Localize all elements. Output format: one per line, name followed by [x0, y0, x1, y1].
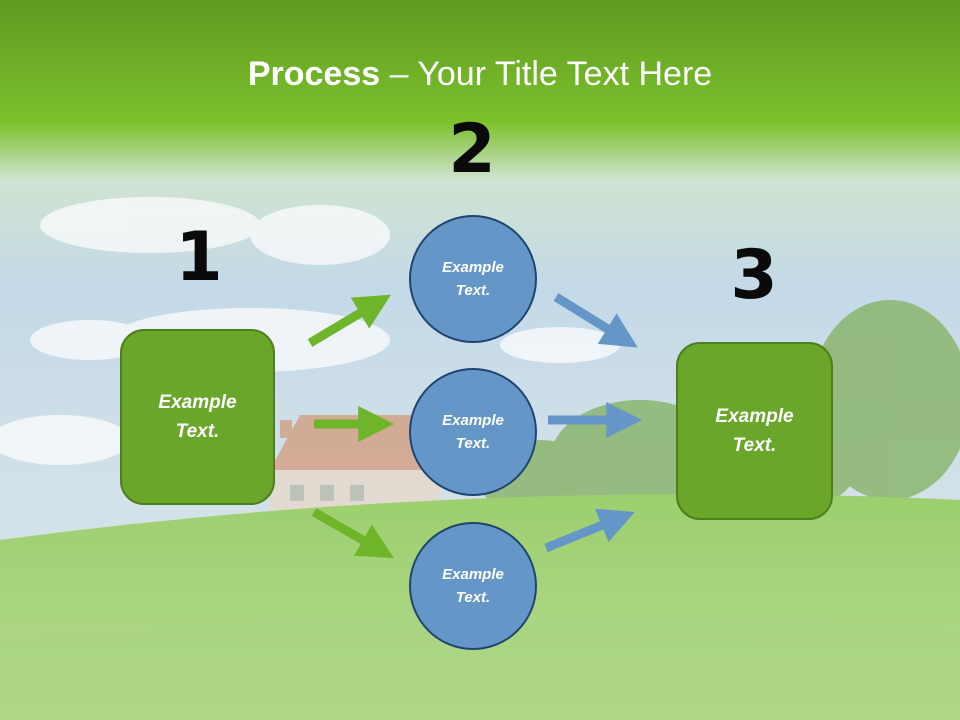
- step-number-1: 1: [175, 218, 223, 297]
- title-rest: – Your Title Text Here: [380, 55, 713, 93]
- step-2-circle-middle: Example Text.: [409, 368, 537, 496]
- step-2-text-bottom: Example Text.: [442, 566, 504, 606]
- step-number-2: 2: [448, 110, 496, 189]
- step-2-text-top: Example Text.: [442, 259, 504, 299]
- arrow-green-up: [307, 294, 391, 347]
- step-1-box: Example Text.: [120, 329, 275, 505]
- step-2-text-middle: Example Text.: [442, 412, 504, 452]
- arrow-green-down: [311, 508, 395, 559]
- step-1-text: Example Text.: [158, 392, 237, 442]
- step-3-text: Example Text.: [715, 406, 794, 456]
- step-3-box: Example Text.: [676, 342, 833, 520]
- page-title: Process – Your Title Text Here: [0, 52, 960, 96]
- step-number-3: 3: [730, 236, 778, 315]
- step-2-circle-top: Example Text.: [409, 215, 537, 343]
- arrow-blue-down: [553, 293, 638, 348]
- arrow-blue-up: [544, 508, 636, 553]
- title-bold: Process: [247, 55, 381, 93]
- step-2-circle-bottom: Example Text.: [409, 522, 537, 650]
